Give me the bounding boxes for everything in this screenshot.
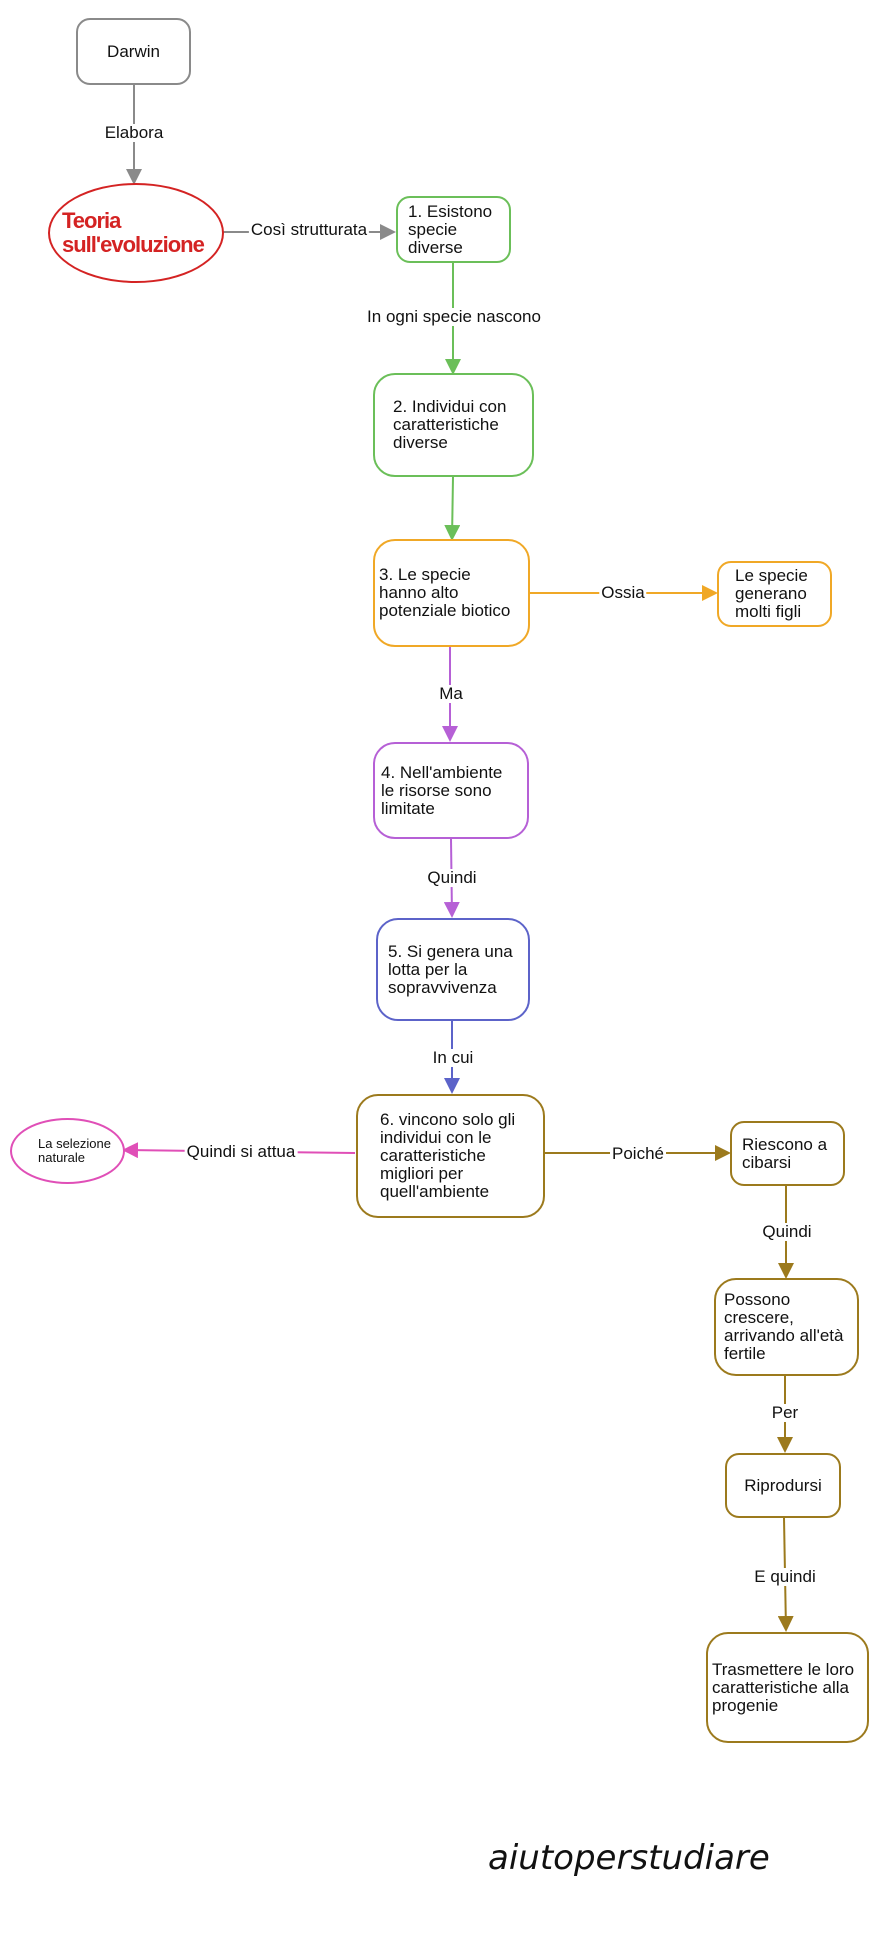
link-label-ossia: Ossia — [599, 583, 647, 602]
watermark: aiutoperstudiare — [488, 1838, 770, 1878]
node-risorse-limitate: 4. Nell'ambiente le risorse sono limitat… — [373, 742, 529, 839]
link-label-ma: Ma — [437, 684, 465, 703]
node-eta-fertile: Possono crescere, arrivando all'età fert… — [714, 1278, 859, 1376]
node-cibarsi: Riescono a cibarsi — [730, 1121, 845, 1186]
link-label-quindi-2: Quindi — [760, 1222, 814, 1241]
link-label-in-cui: In cui — [430, 1048, 476, 1067]
edge-n2-n3 — [444, 476, 461, 541]
node-potenziale-biotico: 3. Le specie hanno alto potenziale bioti… — [373, 539, 530, 647]
link-label-cosi-strutturata: Così strutturata — [248, 220, 370, 239]
node-riprodursi: Riprodursi — [725, 1453, 841, 1518]
node-lotta-sopravvivenza: 5. Si genera una lotta per la sopravvive… — [376, 918, 530, 1021]
node-specie-diverse: 1. Esistono specie diverse — [396, 196, 511, 263]
node-selezione-naturale: La selezione naturale — [10, 1118, 125, 1184]
node-trasmettere-progenie: Trasmettere le loro caratteristiche alla… — [706, 1632, 869, 1743]
node-vincono-migliori: 6. vincono solo gli individui con le car… — [356, 1094, 545, 1218]
link-label-quindi: Quindi — [425, 868, 479, 887]
link-label-ogni-specie: In ogni specie nascono — [365, 307, 543, 326]
node-molti-figli: Le specie generano molti figli — [717, 561, 832, 627]
link-label-elabora: Elabora — [102, 123, 166, 142]
link-label-per: Per — [769, 1403, 801, 1422]
node-teoria-evoluzione: Teoria sull'evoluzione — [48, 183, 224, 283]
link-label-quindi-si-attua: Quindi si attua — [184, 1142, 298, 1161]
link-label-poiche: Poiché — [610, 1144, 666, 1163]
node-darwin: Darwin — [76, 18, 191, 85]
link-label-e-quindi: E quindi — [752, 1567, 818, 1586]
node-individui-diversi: 2. Individui con caratteristiche diverse — [373, 373, 534, 477]
